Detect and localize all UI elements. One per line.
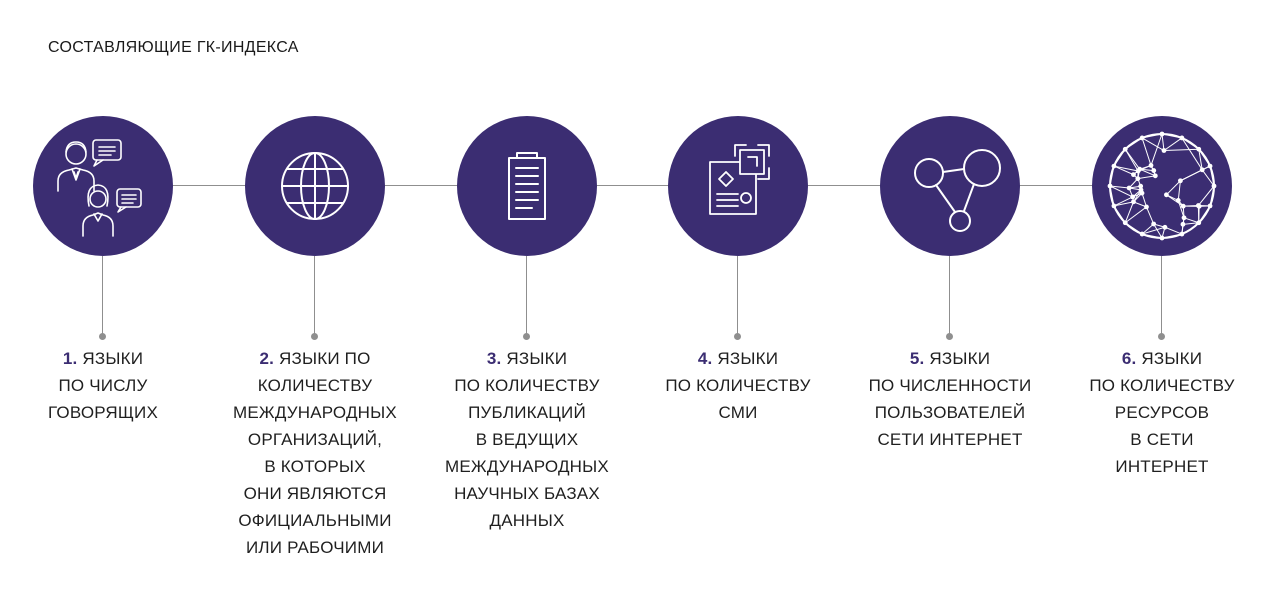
step-label-line: ЯЗЫКИ xyxy=(717,349,779,368)
step-label-line: ПОЛЬЗОВАТЕЛЕЙ xyxy=(874,403,1026,422)
step-label-line: ЯЗЫКИ xyxy=(82,349,144,368)
step-6-connector xyxy=(1161,256,1162,336)
timeline-line xyxy=(100,185,1160,186)
step-6-label: 6. ЯЗЫКИ ПО КОЛИЧЕСТВУ РЕСУРСОВ В СЕТИ И… xyxy=(1052,345,1272,480)
step-number: 3. xyxy=(486,349,502,368)
step-2-label: 2. ЯЗЫКИ ПО КОЛИЧЕСТВУ МЕЖДУНАРОДНЫХ ОРГ… xyxy=(205,345,425,561)
step-2-connector xyxy=(314,256,315,336)
step-label-line: ПО КОЛИЧЕСТВУ xyxy=(1089,376,1235,395)
step-4-connector xyxy=(737,256,738,336)
step-label-line: ДАННЫХ xyxy=(489,511,565,530)
step-label-line: ПО КОЛИЧЕСТВУ xyxy=(454,376,600,395)
step-label-line: ИНТЕРНЕТ xyxy=(1115,457,1209,476)
step-number: 6. xyxy=(1121,349,1137,368)
step-label-line: В СЕТИ xyxy=(1130,430,1194,449)
step-5-dot xyxy=(946,333,953,340)
document-icon xyxy=(508,152,546,220)
step-2-circle xyxy=(245,116,385,256)
step-5-connector xyxy=(949,256,950,336)
step-label-line: ЯЗЫКИ xyxy=(1141,349,1203,368)
step-4-label: 4. ЯЗЫКИ ПО КОЛИЧЕСТВУ СМИ xyxy=(628,345,848,426)
step-3-label: 3. ЯЗЫКИ ПО КОЛИЧЕСТВУ ПУБЛИКАЦИЙ В ВЕДУ… xyxy=(417,345,637,534)
step-label-line: ОНИ ЯВЛЯЮТСЯ xyxy=(243,484,387,503)
step-label-line: ГОВОРЯЩИХ xyxy=(47,403,158,422)
step-label-line: ПО КОЛИЧЕСТВУ xyxy=(665,376,811,395)
globe-icon xyxy=(281,152,349,220)
step-4: 4. ЯЗЫКИ ПО КОЛИЧЕСТВУ СМИ xyxy=(628,0,848,594)
step-3: 3. ЯЗЫКИ ПО КОЛИЧЕСТВУ ПУБЛИКАЦИЙ В ВЕДУ… xyxy=(417,0,637,594)
step-number: 4. xyxy=(697,349,713,368)
step-4-dot xyxy=(734,333,741,340)
step-5: 5. ЯЗЫКИ ПО ЧИСЛЕННОСТИ ПОЛЬЗОВАТЕЛЕЙ СЕ… xyxy=(840,0,1060,594)
step-label-line: КОЛИЧЕСТВУ xyxy=(257,376,373,395)
step-label-line: ЯЗЫКИ xyxy=(506,349,568,368)
step-6-dot xyxy=(1158,333,1165,340)
step-6: 6. ЯЗЫКИ ПО КОЛИЧЕСТВУ РЕСУРСОВ В СЕТИ И… xyxy=(1052,0,1272,594)
step-label-line: СЕТИ ИНТЕРНЕТ xyxy=(877,430,1023,449)
step-label-line: ОРГАНИЗАЦИЙ, xyxy=(247,430,383,449)
step-1-connector xyxy=(102,256,103,336)
step-label-line: ПУБЛИКАЦИЙ xyxy=(468,403,586,422)
step-1-circle xyxy=(33,116,173,256)
step-3-circle xyxy=(457,116,597,256)
step-1: 1. ЯЗЫКИ ПО ЧИСЛУ ГОВОРЯЩИХ xyxy=(0,0,213,594)
media-icon xyxy=(709,144,770,215)
step-label-line: ПО ЧИСЛУ xyxy=(58,376,148,395)
step-label-line: МЕЖДУНАРОДНЫХ xyxy=(445,457,609,476)
step-label-line: НАУЧНЫХ БАЗАХ xyxy=(454,484,600,503)
step-label-line: В ВЕДУЩИХ xyxy=(475,430,579,449)
step-label-line: ЯЗЫКИ ПО xyxy=(279,349,371,368)
step-label-line: ИЛИ РАБОЧИМИ xyxy=(245,538,384,557)
step-1-label: 1. ЯЗЫКИ ПО ЧИСЛУ ГОВОРЯЩИХ xyxy=(0,345,213,426)
step-1-dot xyxy=(99,333,106,340)
step-5-label: 5. ЯЗЫКИ ПО ЧИСЛЕННОСТИ ПОЛЬЗОВАТЕЛЕЙ СЕ… xyxy=(840,345,1060,453)
speaking-people-icon xyxy=(57,139,142,237)
step-number: 2. xyxy=(259,349,275,368)
page-title: СОСТАВЛЯЮЩИЕ ГК-ИНДЕКСА xyxy=(48,39,299,56)
step-number: 5. xyxy=(909,349,925,368)
step-3-connector xyxy=(526,256,527,336)
step-6-circle xyxy=(1092,116,1232,256)
network-nodes-icon xyxy=(914,149,1001,232)
step-label-line: СМИ xyxy=(718,403,758,422)
step-2-dot xyxy=(311,333,318,340)
step-label-line: МЕЖДУНАРОДНЫХ xyxy=(233,403,397,422)
step-label-line: ПО ЧИСЛЕННОСТИ xyxy=(868,376,1032,395)
step-5-circle xyxy=(880,116,1020,256)
step-label-line: В КОТОРЫХ xyxy=(264,457,366,476)
mesh-sphere-icon xyxy=(1107,131,1217,241)
step-4-circle xyxy=(668,116,808,256)
step-2: 2. ЯЗЫКИ ПО КОЛИЧЕСТВУ МЕЖДУНАРОДНЫХ ОРГ… xyxy=(205,0,425,594)
step-label-line: РЕСУРСОВ xyxy=(1114,403,1210,422)
step-label-line: ОФИЦИАЛЬНЫМИ xyxy=(238,511,392,530)
step-3-dot xyxy=(523,333,530,340)
step-number: 1. xyxy=(62,349,78,368)
step-label-line: ЯЗЫКИ xyxy=(929,349,991,368)
